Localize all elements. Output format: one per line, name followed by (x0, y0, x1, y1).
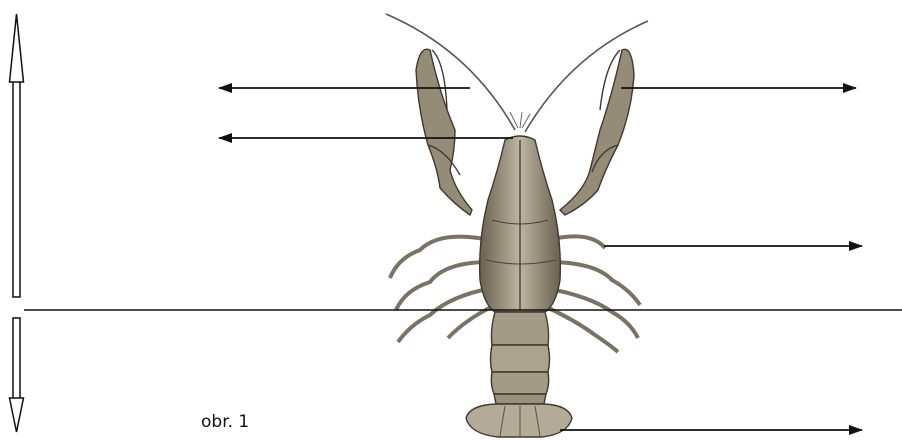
figure-caption: obr. 1 (201, 412, 249, 432)
crayfish-illustration (386, 14, 648, 437)
body-division-arrow-down (10, 318, 24, 432)
body-division-arrow-up (10, 14, 24, 297)
